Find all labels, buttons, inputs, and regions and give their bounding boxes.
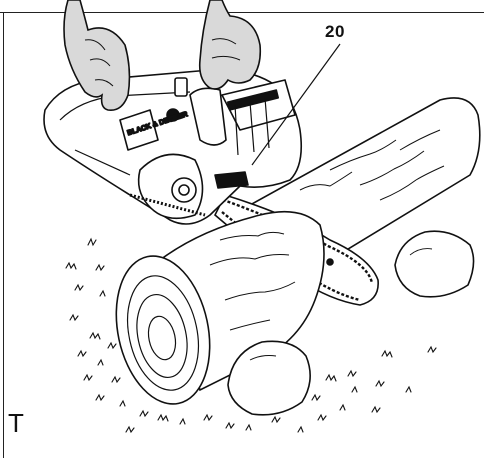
grass-tufts bbox=[65, 237, 437, 434]
frame-left-border bbox=[3, 12, 4, 458]
front-log bbox=[115, 210, 325, 405]
figure-panel-letter: T bbox=[8, 408, 24, 438]
rock-front bbox=[227, 340, 311, 416]
rock-right bbox=[394, 230, 475, 298]
gloved-left-hand bbox=[63, 0, 131, 112]
gloved-right-hand bbox=[198, 0, 262, 90]
callout-leader-line bbox=[251, 43, 341, 166]
callout-number-20: 20 bbox=[325, 22, 345, 41]
frame-top-border bbox=[0, 12, 484, 13]
